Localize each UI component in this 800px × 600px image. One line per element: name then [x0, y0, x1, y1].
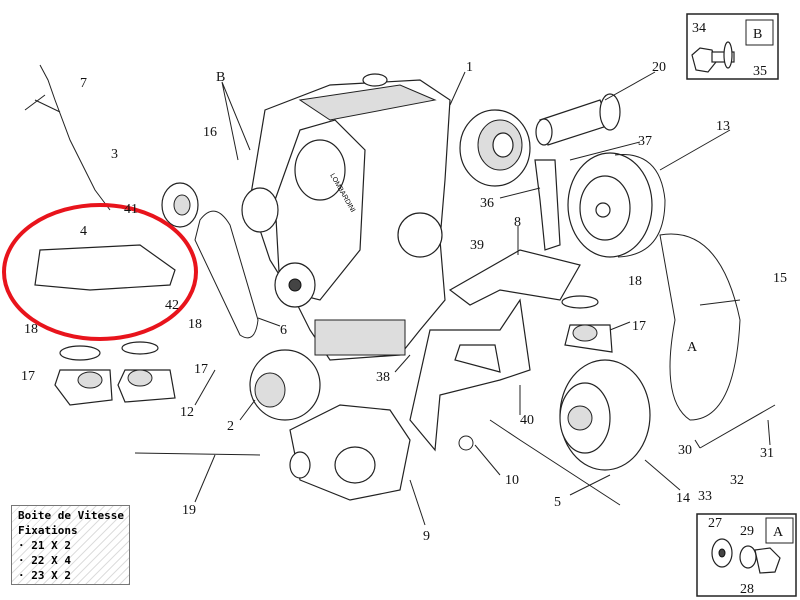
callout-39: 39: [470, 238, 484, 253]
callout-42: 42: [165, 298, 179, 313]
callout-41: 41: [124, 202, 138, 217]
callout-B: B: [216, 70, 225, 85]
callout-40: 40: [520, 413, 534, 428]
callout-2: 2: [227, 419, 234, 434]
pulley-3: [161, 182, 199, 228]
callout-32: 32: [730, 473, 744, 488]
belt-15: [659, 233, 741, 421]
alternator: [249, 349, 321, 421]
callout-16: 16: [203, 125, 217, 140]
callout-18-left: 18: [24, 322, 38, 337]
callout-1: 1: [466, 60, 473, 75]
engine-block: LOMBARDINI: [241, 73, 451, 361]
detail-a-box: A 27 29 28: [696, 513, 797, 597]
cable-5: [489, 419, 621, 506]
callout-18-right: 18: [628, 274, 642, 289]
callout-28: 28: [740, 582, 754, 597]
callout-labels: 7 B 1 20 16 3 13 37 36 41 4 8 39 18 42 1…: [21, 60, 787, 544]
highlight-circle: [2, 203, 198, 341]
gearbox: [289, 404, 411, 501]
callout-20: 20: [652, 60, 666, 75]
callout-14: 14: [676, 491, 690, 506]
engine-mounts: [54, 295, 613, 406]
oring-10: [458, 435, 474, 451]
callout-7: 7: [80, 76, 87, 91]
cable-19: [134, 452, 261, 456]
callout-3: 3: [111, 147, 118, 162]
rod-30: [699, 404, 776, 449]
bracket-36: [534, 159, 561, 251]
callout-29: 29: [740, 524, 754, 539]
legend-title: Boite de Vitesse: [18, 509, 124, 522]
belt-16: [194, 210, 259, 339]
callout-27: 27: [708, 516, 722, 531]
detail-b-tag: B: [753, 27, 762, 42]
legend-item: · 23 X 2: [18, 569, 71, 582]
callout-36: 36: [480, 196, 494, 211]
leader-lines: [194, 71, 771, 526]
bracket-frame: [409, 298, 531, 452]
callout-10: 10: [505, 473, 519, 488]
intake-hose: [535, 93, 621, 146]
callout-9: 9: [423, 529, 430, 544]
legend-item: · 21 X 2: [18, 539, 71, 552]
callout-17-left: 17: [21, 369, 35, 384]
callout-31: 31: [760, 446, 774, 461]
callout-19: 19: [182, 503, 196, 518]
pulley-14: [559, 359, 651, 471]
callout-18-mid: 18: [188, 317, 202, 332]
callout-34: 34: [692, 21, 706, 36]
callout-4: 4: [80, 224, 87, 239]
callout-17-mid: 17: [194, 362, 208, 377]
callout-6: 6: [280, 323, 287, 338]
legend-item: · 22 X 4: [18, 554, 71, 567]
dipstick-7: [24, 64, 111, 211]
callout-12: 12: [180, 405, 194, 420]
callout-13: 13: [716, 119, 730, 134]
detail-b-box: B 34 35: [686, 13, 779, 80]
callout-37: 37: [638, 134, 652, 149]
gearbox-fixings-legend: Boite de Vitesse Fixations · 21 X 2 · 22…: [11, 505, 130, 585]
pulley-13: [567, 152, 666, 258]
bracket-8: [448, 249, 581, 306]
callout-35: 35: [753, 64, 767, 79]
bracket-4: [34, 244, 176, 291]
callout-33: 33: [698, 489, 712, 504]
callout-A: A: [687, 340, 698, 355]
callout-8: 8: [514, 215, 521, 230]
callout-15: 15: [773, 271, 787, 286]
legend-subtitle: Fixations: [18, 524, 78, 537]
callout-17-right: 17: [632, 319, 646, 334]
callout-38: 38: [376, 370, 390, 385]
detail-a-tag: A: [773, 525, 784, 540]
callout-5: 5: [554, 495, 561, 510]
callout-30: 30: [678, 443, 692, 458]
air-filter: [459, 109, 531, 187]
